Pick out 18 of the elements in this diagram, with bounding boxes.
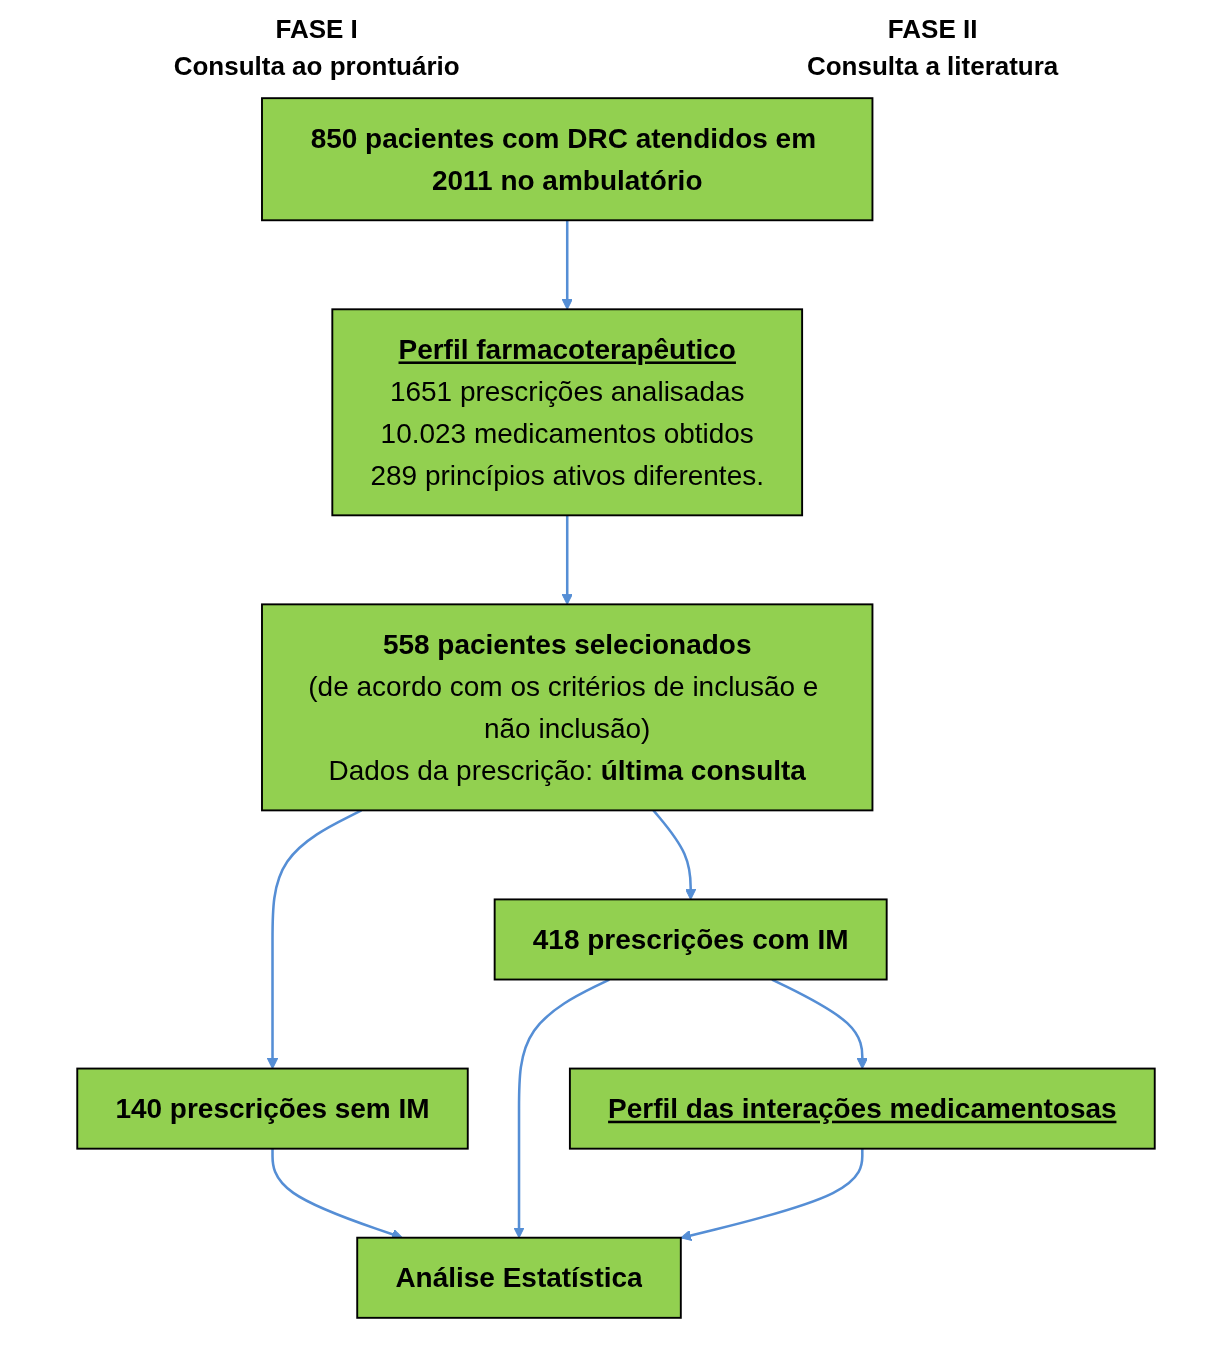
phase-subtitle: Consulta ao prontuário xyxy=(173,51,460,82)
arrow xyxy=(513,978,610,1239)
node-box: Perfil farmacoterapêutico 1651 prescrições analisadas 10.023 medicamentos obtidos 289 princípios ativos diferentes. xyxy=(331,308,804,517)
node-box: Perfil das interações medicamentosas xyxy=(568,1067,1156,1150)
arrow xyxy=(561,220,573,310)
arrow xyxy=(771,978,868,1070)
arrow xyxy=(561,515,573,605)
arrow xyxy=(680,1148,864,1241)
node-box: 418 prescrições com IM xyxy=(493,898,888,981)
phase-subtitle: Consulta a literatura xyxy=(806,51,1059,82)
node-box: 140 prescrições sem IM xyxy=(76,1067,469,1150)
node-box: 558 pacientes selecionados (de acordo com os critérios de inclusão e não inclusão) Dados da prescrição: última consulta xyxy=(261,603,874,812)
phase-title: FASE I xyxy=(274,14,359,45)
node-box: Análise Estatística xyxy=(356,1236,682,1319)
phase-title: FASE II xyxy=(886,14,979,45)
node-box: 850 pacientes com DRC atendidos em 2011 no ambulatório xyxy=(261,97,874,222)
arrow xyxy=(652,809,697,900)
arrow xyxy=(266,809,362,1070)
